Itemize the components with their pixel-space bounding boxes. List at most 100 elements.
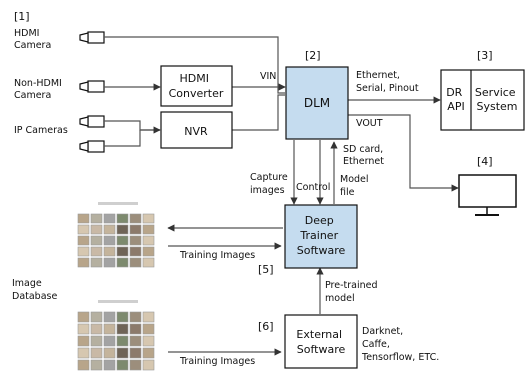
grid-thumbnail (129, 359, 142, 371)
grid-thumbnail (129, 335, 142, 347)
grid-thumbnail (103, 311, 116, 323)
dlm-label: DLM (304, 96, 330, 110)
grid-thumbnail (90, 347, 103, 359)
marker-4: [4] (477, 155, 493, 168)
ip-cameras-label: IP Cameras (14, 125, 68, 136)
grid-thumbnail (116, 246, 129, 257)
grid-thumbnail (116, 235, 129, 246)
grid-thumbnail (77, 213, 90, 224)
grid-thumbnail (103, 246, 116, 257)
pretrained-model-label: Pre-trained model (325, 280, 381, 304)
grid-thumbnail (90, 224, 103, 235)
grid-thumbnail (103, 224, 116, 235)
ip-camera-bottom-line (104, 130, 141, 147)
grid-thumbnail (129, 257, 142, 268)
grid-thumbnail (142, 246, 155, 257)
grid-thumbnail (129, 224, 142, 235)
ip-camera-top-line (104, 120, 160, 131)
control-label: Control (296, 182, 330, 193)
marker-6: [6] (258, 320, 274, 333)
deep-trainer-label: Deep Trainer Software (297, 214, 346, 257)
hdmi-camera-line (104, 36, 285, 94)
hdmi-converter-box (160, 65, 233, 107)
grid-thumbnail (77, 246, 90, 257)
image-database-label: Image Database (12, 278, 57, 302)
frameworks-label: Darknet, Caffe, Tensorflow, ETC. (361, 326, 439, 363)
training-images-label-top: Training Images (179, 250, 255, 261)
grid-thumbnail (116, 311, 129, 323)
grid-thumbnail (142, 323, 155, 335)
deep-trainer-box (284, 204, 358, 269)
grid-thumbnail (77, 323, 90, 335)
grid-thumbnail (77, 335, 90, 347)
grid-thumbnail (77, 359, 90, 371)
ip-camera-bottom-icon (79, 140, 105, 153)
hdmi-camera-label: HDMI Camera (14, 28, 51, 51)
monitor-icon (458, 174, 517, 216)
grid-thumbnail (129, 323, 142, 335)
training-images-label-bottom: Training Images (179, 356, 255, 367)
image-grid-icon-top (77, 202, 155, 268)
hdmi-camera-icon (79, 31, 105, 44)
dlm-output-label: Ethernet, Serial, Pinout (356, 70, 419, 94)
hdmi-converter-label: HDMI Converter (169, 72, 224, 100)
grid-thumbnail (116, 213, 129, 224)
grid-thumbnail (77, 347, 90, 359)
non-hdmi-camera-icon (79, 80, 105, 93)
vout-label: VOUT (356, 118, 383, 129)
grid-thumbnail (142, 347, 155, 359)
grid-thumbnail (129, 347, 142, 359)
grid-thumbnail (129, 213, 142, 224)
grid-thumbnail (142, 257, 155, 268)
grid-thumbnail (90, 323, 103, 335)
grid-thumbnail (77, 235, 90, 246)
grid-thumbnail (103, 257, 116, 268)
marker-1: [1] (14, 10, 30, 23)
external-software-box (284, 314, 358, 369)
grid-thumbnail (103, 235, 116, 246)
grid-header-mark (98, 300, 138, 303)
grid-thumbnail (90, 257, 103, 268)
nvr-label: NVR (184, 125, 208, 138)
ip-camera-top-icon (79, 115, 105, 128)
grid-thumbnail (103, 359, 116, 371)
dr-api-label: DR API (446, 86, 466, 113)
grid-thumbnail (90, 246, 103, 257)
non-hdmi-camera-label: Non-HDMI Camera (14, 78, 65, 101)
grid-thumbnail (142, 224, 155, 235)
grid-thumbnail (129, 246, 142, 257)
service-system-label: Service System (475, 86, 519, 113)
grid-thumbnail (142, 359, 155, 371)
external-software-label: External Software (296, 328, 345, 356)
grid-thumbnail (77, 257, 90, 268)
grid-thumbnail (90, 311, 103, 323)
grid-thumbnail (116, 257, 129, 268)
grid-thumbnail (129, 235, 142, 246)
image-grid-icon-bottom (77, 300, 155, 371)
grid-thumbnail (116, 359, 129, 371)
grid-thumbnail (103, 347, 116, 359)
grid-thumbnail (90, 359, 103, 371)
grid-thumbnail (116, 347, 129, 359)
grid-thumbnail (103, 323, 116, 335)
grid-thumbnail (103, 213, 116, 224)
model-file-label: Model file (340, 174, 372, 198)
marker-3: [3] (477, 49, 493, 62)
dlm-to-monitor-arrow (348, 114, 459, 192)
grid-thumbnail (77, 224, 90, 235)
capture-images-label: Capture images (250, 172, 291, 196)
grid-thumbnail (90, 213, 103, 224)
grid-thumbnail (116, 323, 129, 335)
marker-5: [5] (258, 263, 274, 276)
grid-thumbnail (129, 311, 142, 323)
grid-thumbnail (116, 224, 129, 235)
dlm-box (285, 66, 349, 140)
grid-thumbnail (142, 213, 155, 224)
grid-thumbnail (103, 335, 116, 347)
grid-header-mark (98, 202, 138, 205)
nvr-box (160, 111, 233, 149)
grid-thumbnail (116, 335, 129, 347)
grid-thumbnail (77, 311, 90, 323)
grid-thumbnail (142, 335, 155, 347)
